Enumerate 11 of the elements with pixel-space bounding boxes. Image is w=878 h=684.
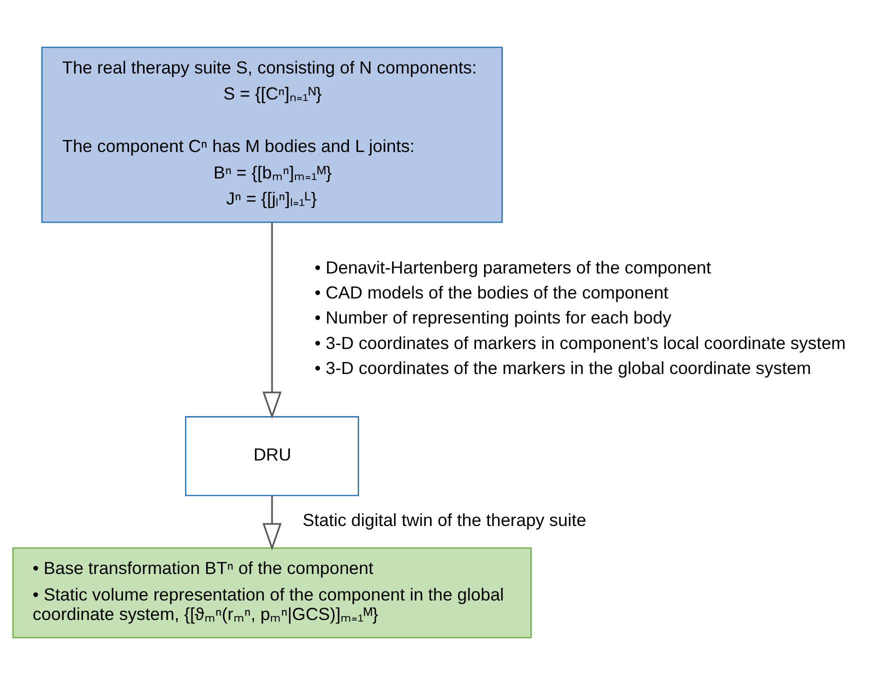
edge-label: Static digital twin of the therapy suite	[302, 509, 586, 530]
label: • 3-D coordinates of the markers in the global coordinate system	[314, 357, 812, 378]
node-box: DRU	[185, 416, 360, 496]
node-box: • Base transformation BTⁿ of the component • Static volume representation of the component in the global coordinate system, {[ϑₘⁿ(rₘⁿ, pₘⁿ|GCS)]ₘ₌₁ᴹ}	[12, 546, 532, 638]
label: • CAD models of the bodies of the component	[314, 282, 668, 302]
label: • 3-D coordinates of markers in component’s local coordinate system	[314, 332, 846, 352]
label: • Denavit-Hartenberg parameters of the component	[314, 256, 712, 277]
node-box: The real therapy suite S, consisting of N components: S = {[Cⁿ]ₙ₌₁ᴺ} The component Cⁿ has M bodies and L joints: Bⁿ = {[bₘⁿ]ₘ₌₁ᴹ} Jⁿ = {[jₗⁿ]ₗ₌₁ᴸ}	[41, 46, 503, 222]
arrow	[262, 222, 282, 418]
arrow	[262, 495, 282, 550]
label: • Number of representing points for each body	[314, 307, 672, 328]
